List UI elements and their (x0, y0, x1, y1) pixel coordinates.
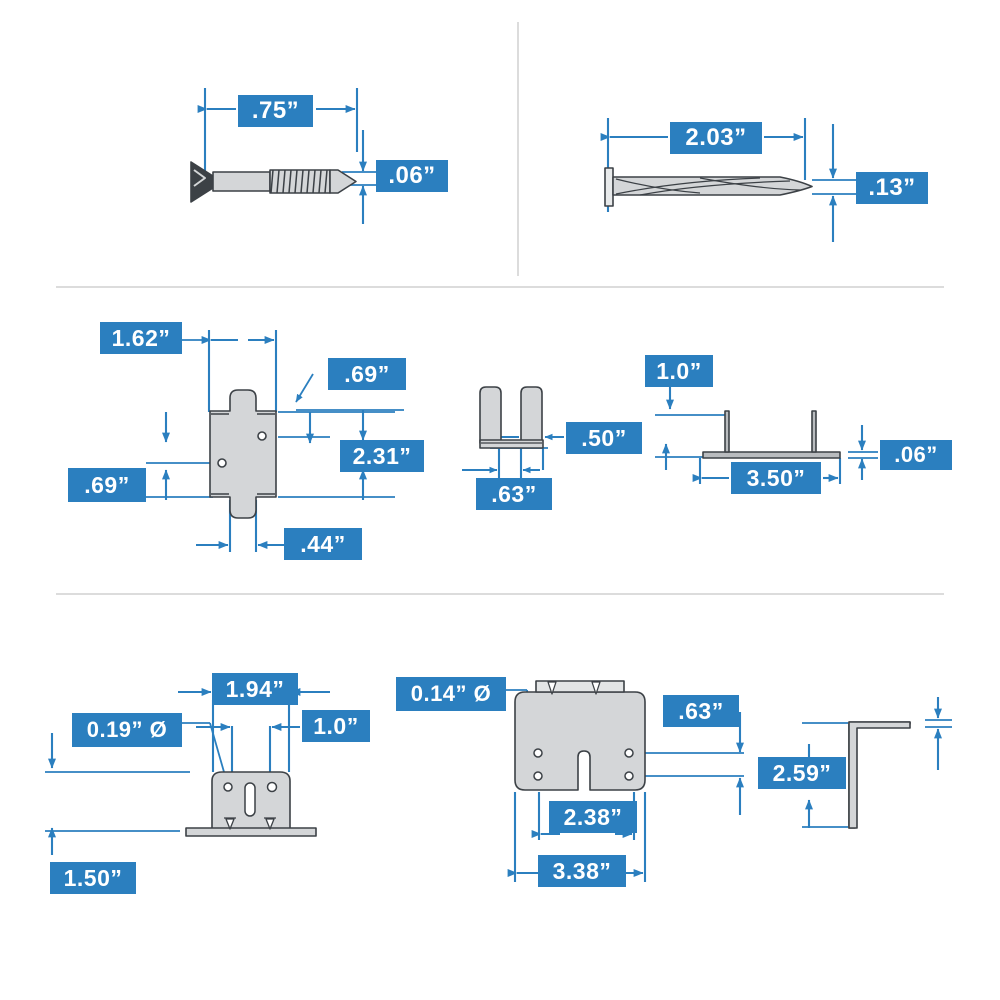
notched-plate-part (514, 680, 646, 791)
dim-label-base-height: 1.50” (50, 862, 136, 894)
dim-label-strap-length: 3.50” (731, 462, 821, 494)
dim-label-plate-inner-width: 2.38” (549, 801, 637, 833)
dim-label-plate-hole-diameter: 0.14” Ø (396, 677, 506, 711)
dim-label-strap-thickness: .06” (880, 440, 952, 470)
dim-label-plate-overall-width: 3.38” (538, 855, 626, 887)
dim-label-base-width: 1.94” (212, 673, 298, 705)
dim-label-base-hole-diameter: 0.19” Ø (72, 713, 182, 747)
dim-label-plate-tab-width: .44” (284, 528, 362, 560)
dim-label-clip-leg-spacing: .50” (566, 422, 642, 454)
dim-label-nail-diameter: .13” (856, 172, 928, 204)
dim-label-screw-diameter: .06” (376, 160, 448, 192)
dim-label-plate-width-overall: 1.62” (100, 322, 182, 354)
dim-label-plate-hole-vert-spacing: .63” (663, 695, 739, 727)
angle-bracket-part (848, 721, 911, 829)
dim-label-nail-length: 2.03” (670, 122, 762, 154)
post-base-part (185, 771, 317, 837)
tabbed-plate-dimension-lines (146, 330, 404, 552)
dim-label-plate-hole-offset: .69” (68, 468, 146, 502)
dim-label-screw-length: .75” (238, 95, 313, 127)
parts (185, 161, 911, 837)
tabbed-plate-part (209, 389, 277, 519)
u-clip-part (479, 386, 544, 449)
dim-label-plate-tab-offset: .69” (328, 358, 406, 390)
nail-dimension-lines (600, 118, 856, 242)
flat-strap-part (702, 410, 841, 459)
flat-strap-dimension-lines (655, 385, 878, 484)
dim-label-base-hole-spacing: 1.0” (302, 710, 370, 742)
nail-part (604, 167, 813, 207)
screw-part (190, 161, 357, 203)
dim-label-strap-leg-height: 1.0” (645, 355, 713, 387)
dim-label-clip-leg-offset: .63” (476, 478, 552, 510)
post-base-dimension-lines (45, 688, 330, 855)
dim-label-plate-height: 2.31” (340, 440, 424, 472)
dim-label-angle-leg-height: 2.59” (758, 757, 846, 789)
